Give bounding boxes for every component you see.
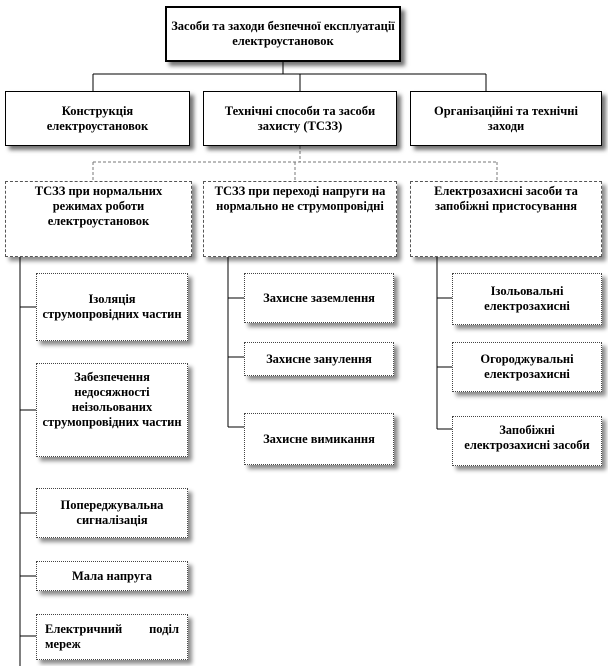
organizational-label: Організаційні та технічні заходи (434, 103, 578, 133)
inaccessibility-box: Забезпечення недосяжності неізольованих … (36, 363, 188, 457)
grounding-box: Захисне заземлення (244, 273, 394, 323)
insulating-means-label: Ізольовальні електрозахисні (484, 284, 570, 313)
root-title: Засоби та заходи безпечної експлуатації … (171, 19, 395, 48)
neutralling-box: Захисне занулення (244, 342, 394, 376)
insulation-label: Ізоляція струмопровідних частин (42, 292, 182, 321)
insulating-means-box: Ізольовальні електрозахисні (452, 273, 602, 325)
protective-means-box: Електрозахисні засоби та запобіжні прист… (410, 181, 602, 257)
disconnection-box: Захисне вимикання (244, 413, 394, 465)
safety-means-box: Запобіжні електрозахисні засоби (452, 416, 602, 466)
low-voltage-label: Мала напруга (72, 568, 152, 583)
network-separation-label: Електричний поділ мереж (45, 622, 179, 651)
disconnection-label: Захисне вимикання (263, 431, 375, 446)
tszz-normal-label: ТСЗЗ при нормальних режимах роботи елект… (34, 184, 163, 228)
warning-signal-label: Попереджувальна сигналізація (60, 498, 164, 527)
neutralling-label: Захисне занулення (266, 351, 372, 366)
low-voltage-box: Мала напруга (36, 561, 188, 591)
grounding-label: Захисне заземлення (263, 290, 375, 305)
fencing-means-box: Огороджувальні електрозахисні (452, 342, 602, 392)
tszz-box: Технічні способи та засоби захисту (ТСЗЗ… (203, 91, 397, 146)
warning-signal-box: Попереджувальна сигналізація (36, 488, 188, 538)
inaccessibility-label: Забезпечення недосяжності неізольованих … (42, 370, 182, 429)
organizational-box: Організаційні та технічні заходи (410, 91, 602, 146)
construction-box: Конструкція електроустановок (5, 91, 190, 146)
construction-label: Конструкція електроустановок (46, 103, 149, 133)
tszz-label: Технічні способи та засоби захисту (ТСЗЗ… (224, 103, 376, 133)
tszz-normal-box: ТСЗЗ при нормальних режимах роботи елект… (5, 181, 192, 257)
tszz-transition-label: ТСЗЗ при переході напруги на нормально н… (214, 184, 386, 213)
insulation-box: Ізоляція струмопровідних частин (36, 273, 188, 341)
safety-means-label: Запобіжні електрозахисні засоби (464, 423, 590, 452)
protective-means-label: Електрозахисні засоби та запобіжні прист… (434, 184, 578, 213)
network-separation-box: Електричний поділ мереж (36, 614, 188, 660)
fencing-means-label: Огороджувальні електрозахисні (480, 352, 574, 381)
root-box: Засоби та заходи безпечної експлуатації … (165, 6, 401, 62)
tszz-transition-box: ТСЗЗ при переході напруги на нормально н… (203, 181, 397, 257)
